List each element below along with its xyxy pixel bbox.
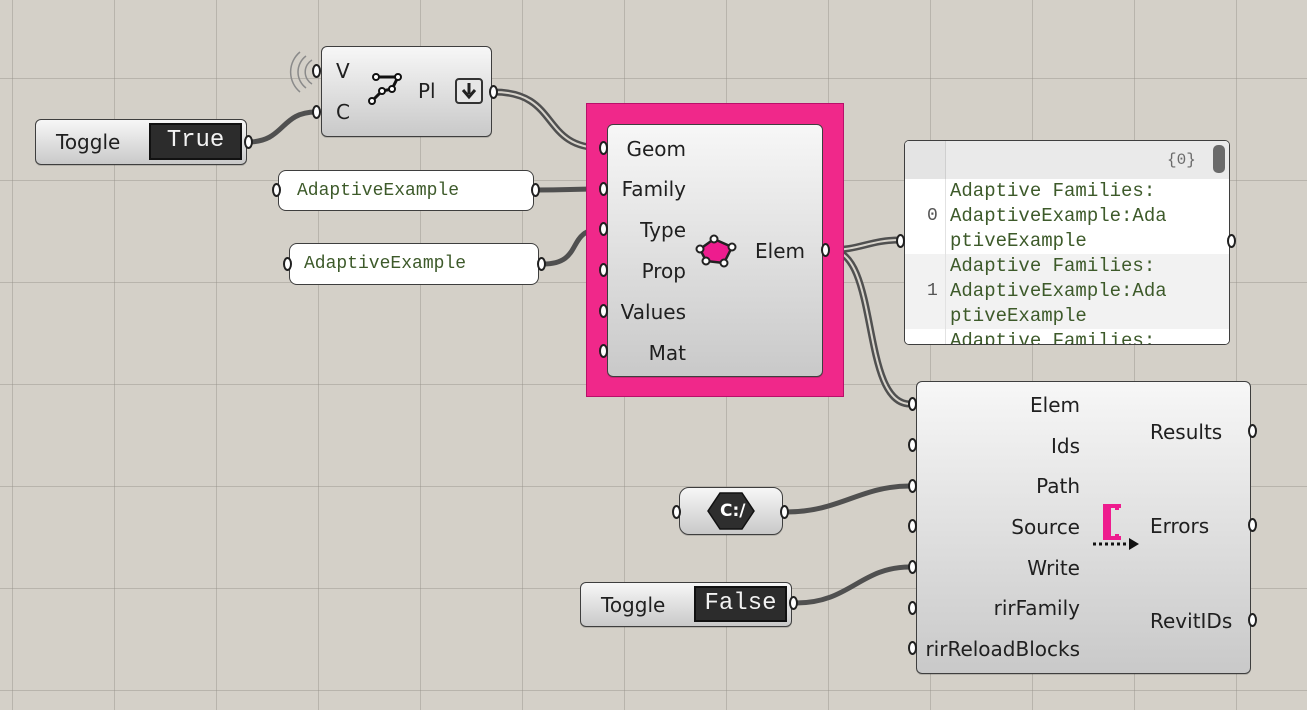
polyline-output-port[interactable]	[489, 85, 498, 99]
family-string-output-port[interactable]	[531, 183, 540, 197]
polyline-input-c-port[interactable]	[312, 105, 321, 119]
panel-index-column-header	[905, 141, 946, 179]
family-string-value: AdaptiveExample	[297, 181, 460, 201]
adaptive-input-mat-port[interactable]	[599, 344, 608, 358]
panel-index-divider	[945, 179, 946, 344]
boolean-toggle-false[interactable]: Toggle False	[580, 582, 792, 627]
export-output-results: Results	[1150, 420, 1223, 444]
export-input-write: Write	[1027, 556, 1080, 580]
family-string-input-port[interactable]	[272, 183, 281, 197]
toggle-value[interactable]: False	[694, 586, 787, 622]
type-string-param[interactable]: AdaptiveExample	[289, 243, 539, 285]
polyline-output-pl: Pl	[418, 79, 436, 103]
panel-row: Adaptive Families:	[905, 329, 1229, 345]
adaptive-input-type-port[interactable]	[599, 222, 608, 236]
adaptive-input-family-port[interactable]	[599, 182, 608, 196]
export-input-rirfamily: rirFamily	[993, 596, 1080, 620]
panel-row-line: Adaptive Families:	[950, 180, 1156, 202]
flatten-arrow-icon[interactable]	[455, 78, 483, 104]
export-output-errors: Errors	[1150, 514, 1210, 538]
panel-row-line: ptiveExample	[950, 230, 1087, 252]
toggle-false-output-port[interactable]	[789, 596, 798, 610]
type-string-input-port[interactable]	[283, 257, 292, 271]
data-panel[interactable]: {0} 0 Adaptive Families: AdaptiveExample…	[904, 140, 1230, 345]
path-param[interactable]: C:/	[679, 487, 783, 535]
adaptive-input-values-port[interactable]	[599, 304, 608, 318]
panel-row-line: AdaptiveExample:Ada	[950, 280, 1167, 302]
toggle-value[interactable]: True	[149, 123, 242, 160]
toggle-label: Toggle	[601, 593, 666, 617]
export-families-icon	[1093, 504, 1139, 550]
export-input-path-port[interactable]	[908, 479, 917, 493]
adaptive-output-elem-port[interactable]	[821, 243, 830, 257]
panel-output-port[interactable]	[1227, 234, 1236, 248]
path-param-label: C:/	[720, 501, 746, 521]
type-string-output-port[interactable]	[537, 257, 546, 271]
export-input-source-port[interactable]	[908, 519, 917, 533]
export-input-rirreloadblocks: rirReloadBlocks	[925, 637, 1080, 661]
polyline-component[interactable]: V C Pl	[321, 46, 492, 137]
polyline-input-v: V	[336, 59, 350, 83]
panel-row-line: AdaptiveExample:Ada	[950, 205, 1167, 227]
export-input-rirfamily-port[interactable]	[908, 601, 917, 615]
export-output-revitids: RevitIDs	[1150, 609, 1233, 633]
wire-c-to-path	[783, 483, 913, 515]
export-input-ids: Ids	[1050, 434, 1080, 458]
adaptive-input-type: Type	[640, 218, 686, 242]
adaptive-input-mat: Mat	[648, 341, 686, 365]
panel-row-index: 1	[927, 281, 938, 301]
type-string-value: AdaptiveExample	[304, 254, 467, 274]
adaptive-input-prop-port[interactable]	[599, 263, 608, 277]
path-param-output-port[interactable]	[780, 505, 789, 519]
panel-row: 0 Adaptive Families: AdaptiveExample:Ada…	[905, 179, 1229, 254]
export-input-ids-port[interactable]	[908, 438, 917, 452]
export-output-errors-port[interactable]	[1248, 518, 1257, 532]
export-input-elem-port[interactable]	[908, 397, 917, 411]
panel-row-line: ptiveExample	[950, 305, 1087, 327]
toggle-true-output-port[interactable]	[244, 135, 253, 149]
boolean-toggle-true[interactable]: Toggle True	[35, 119, 247, 165]
path-param-icon	[707, 492, 755, 530]
polyline-input-c: C	[336, 100, 350, 124]
adaptive-input-family: Family	[621, 177, 686, 201]
wire-toggle-to-c	[245, 109, 319, 145]
adaptive-input-geom: Geom	[626, 137, 686, 161]
polyline-input-v-port[interactable]	[312, 64, 321, 78]
panel-scrollbar[interactable]	[1213, 145, 1225, 173]
panel-input-port[interactable]	[896, 234, 905, 248]
export-input-path: Path	[1036, 474, 1080, 498]
export-output-revitids-port[interactable]	[1248, 613, 1257, 627]
adaptive-input-geom-port[interactable]	[599, 141, 608, 155]
export-input-elem: Elem	[1030, 393, 1080, 417]
panel-row-line: Adaptive Families:	[950, 330, 1156, 345]
export-input-source: Source	[1011, 515, 1080, 539]
adaptive-input-values: Values	[620, 300, 686, 324]
export-input-rirreloadblocks-port[interactable]	[908, 641, 917, 655]
panel-row-line: Adaptive Families:	[950, 255, 1156, 277]
adaptive-output-elem: Elem	[755, 239, 805, 263]
path-param-input-port[interactable]	[672, 505, 681, 519]
panel-row-index: 0	[927, 206, 938, 226]
panel-row: 1 Adaptive Families: AdaptiveExample:Ada…	[905, 254, 1229, 329]
wire-toggle-to-write	[793, 564, 913, 606]
export-component[interactable]: Elem Ids Path Source Write rirFamily rir…	[916, 381, 1251, 674]
export-output-results-port[interactable]	[1248, 424, 1257, 438]
export-input-write-port[interactable]	[908, 560, 917, 574]
toggle-label: Toggle	[56, 130, 121, 154]
adaptive-component[interactable]: Geom Family Type Prop Values Mat Elem	[607, 124, 823, 377]
family-string-param[interactable]: AdaptiveExample	[278, 170, 534, 211]
panel-header: {0}	[905, 141, 1229, 180]
adaptive-input-prop: Prop	[641, 259, 686, 283]
polyline-icon	[368, 73, 402, 105]
adaptive-component-icon	[695, 234, 737, 268]
panel-path-label: {0}	[1167, 151, 1196, 169]
